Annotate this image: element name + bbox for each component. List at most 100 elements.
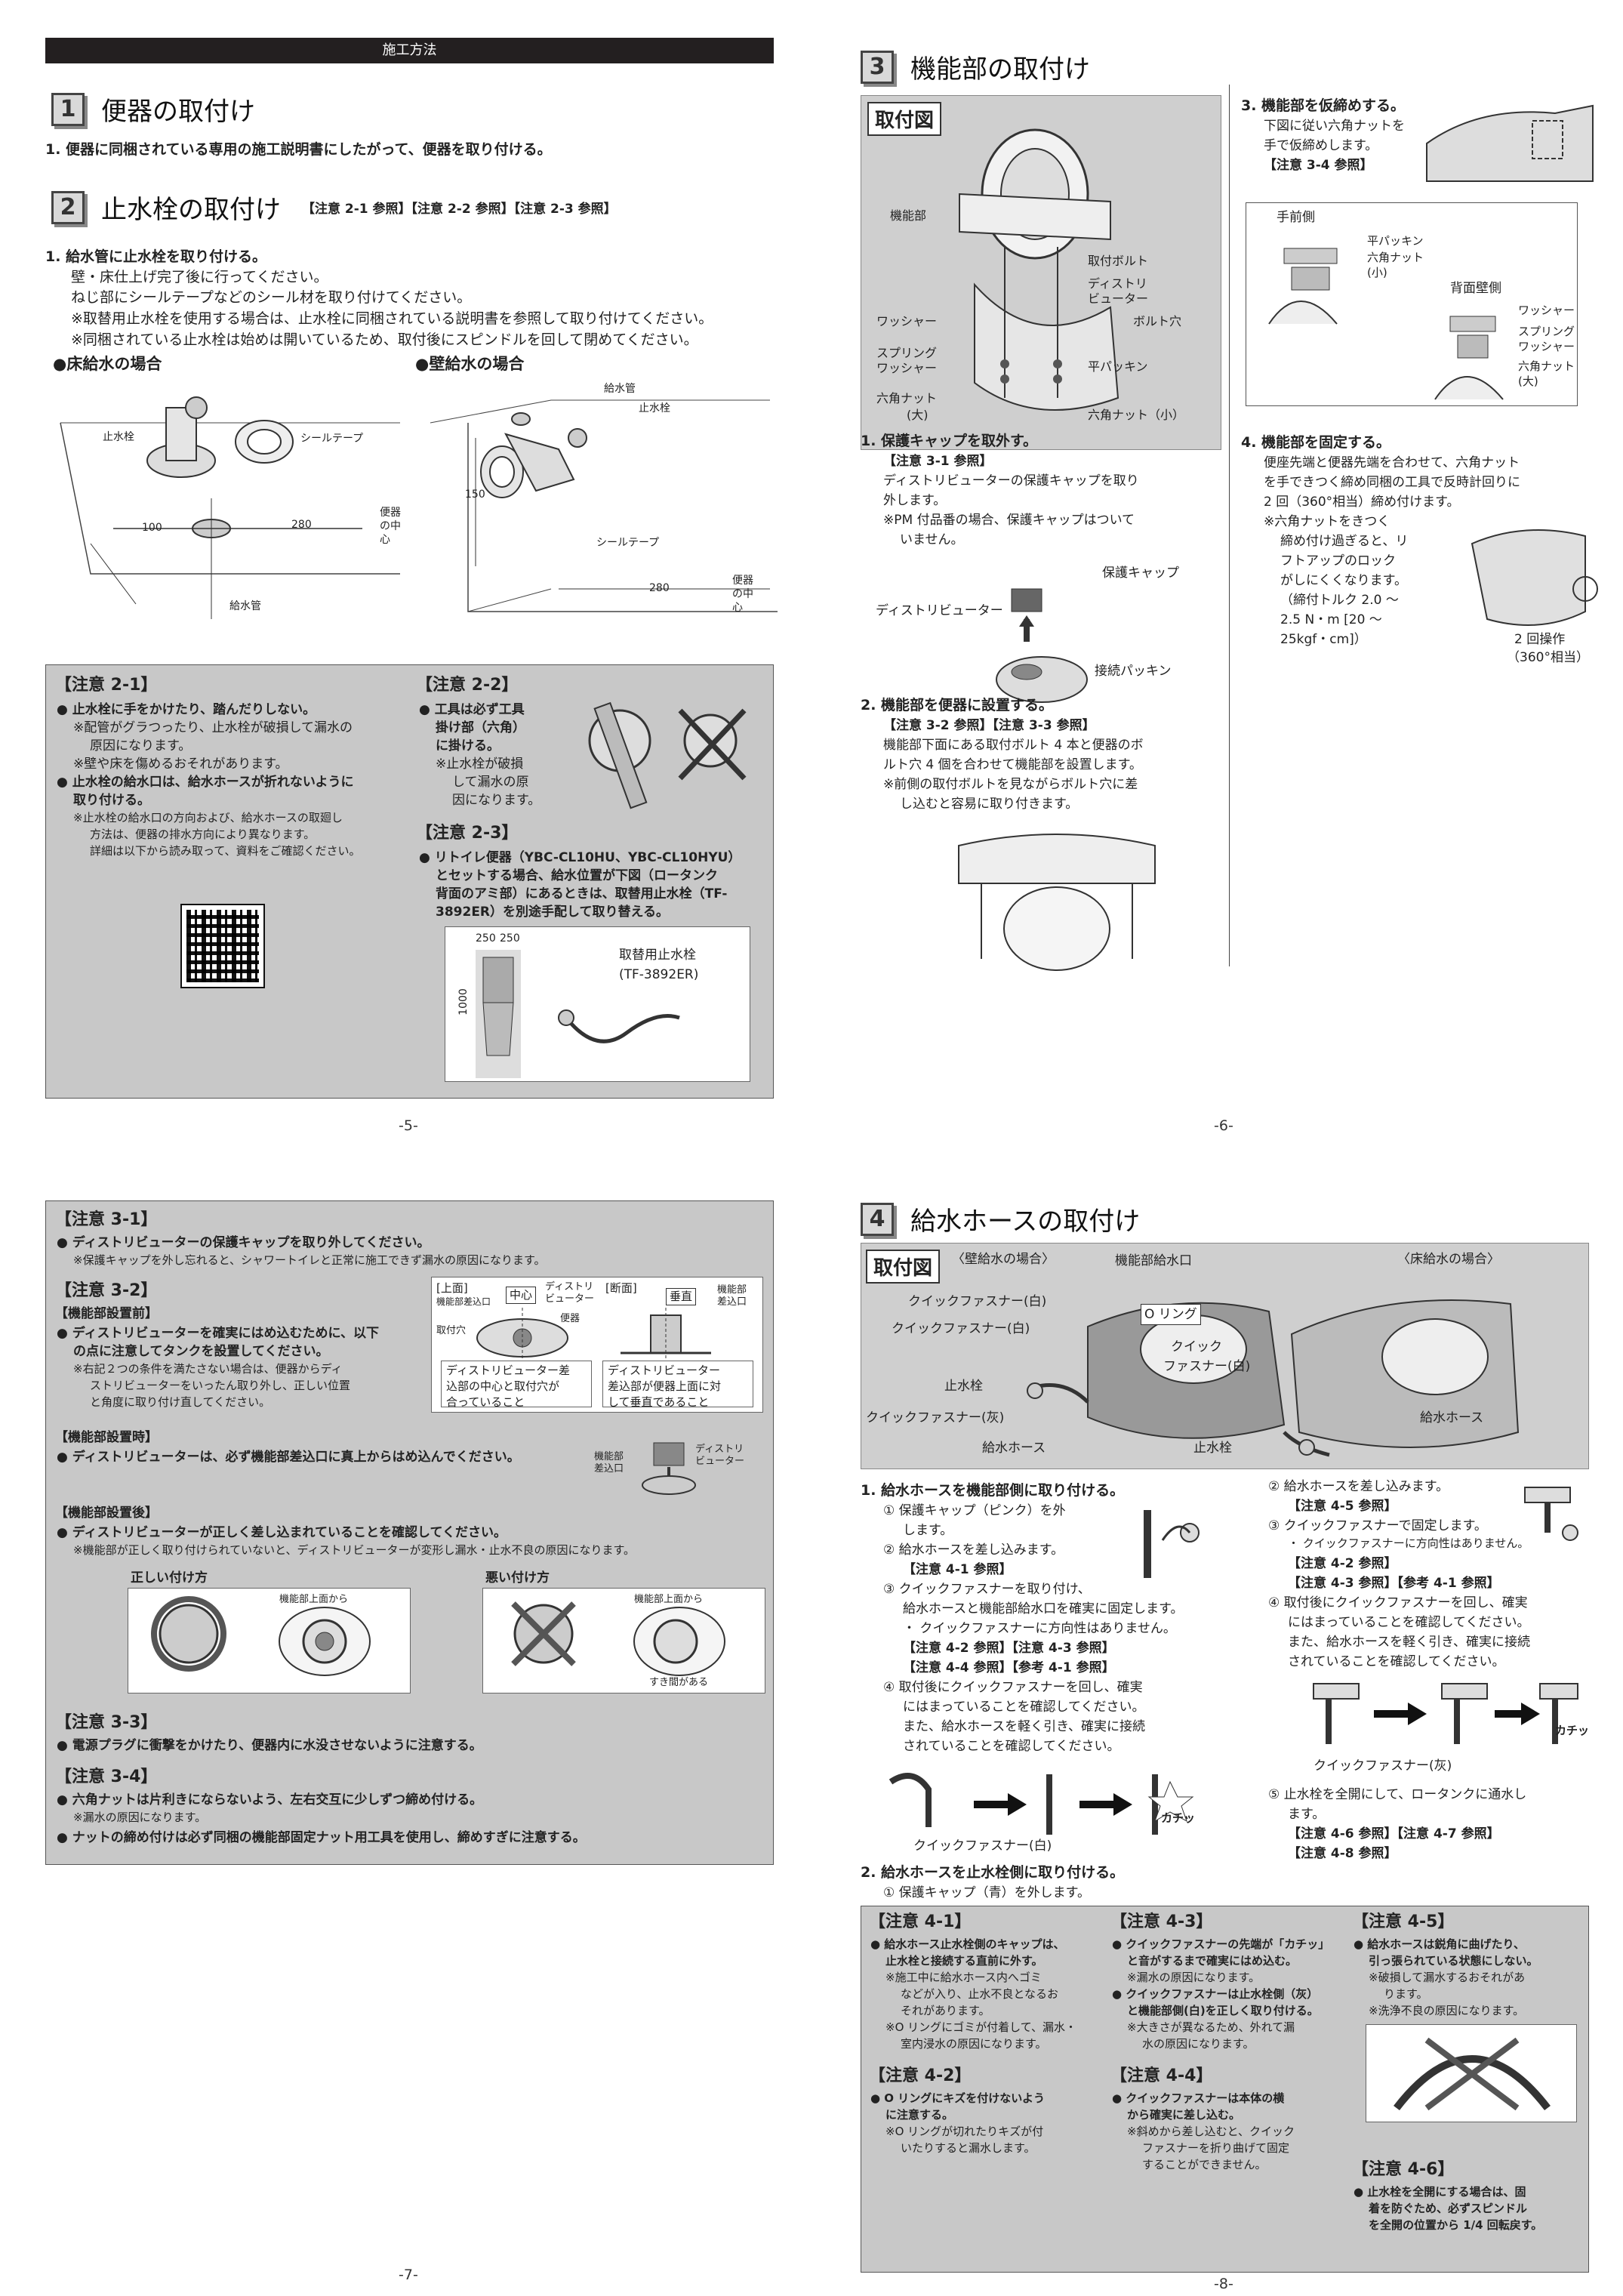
step-text: ⑤ 止水栓を全開にして、ロータンクに通水し [1268,1787,1527,1802]
label: 給水管 [604,383,636,395]
qr-code[interactable] [180,904,265,988]
step-ref: 【注意 4-2 参照】【注意 4-3 参照】 [903,1641,1115,1656]
label: 差込口 [594,1463,624,1475]
label: ディストリ [545,1281,594,1293]
label: 機能部 [890,208,927,223]
note-text: ● ディストリビューターは、必ず機能部差込口に真上からはめ込んでください。 [57,1450,520,1465]
step-text: ④ 取付後にクイックファスナーを回し、確実 [1268,1595,1528,1610]
hose-install-figure: 取付図 〈壁給水の場合〉 〈床給水の場合〉 機能部給水口 クイックファスナー(白… [861,1243,1589,1469]
label: 取付ボルト [1088,254,1149,268]
label: 機能部上面から [634,1594,704,1605]
figure-tag: 取付図 [866,1250,941,1284]
dimension-label: 250 [476,932,496,945]
step-text: ② 給水ホースを差し込みます。 [1268,1479,1449,1494]
step-text: を手できつく締め同梱の工具で反時計回りに [1264,475,1520,490]
label: 保護キャップ [1102,566,1179,581]
step-heading: 2. 機能部を便器に設置する。 [861,697,1054,713]
label: クイックファスナー(白) [913,1838,1052,1854]
note-text: ※止水栓の給水口の方向および、給水ホースの取廻し [73,811,343,824]
instruction-note: ※取替用止水栓を使用する場合は、止水栓に同梱されている説明書を参照して取り付けて… [71,310,713,327]
label: 垂直 [666,1288,697,1305]
step-heading: 1. 保護キャップを取外す。 [861,433,1038,449]
note-text: 3892ER）を別途手配して取り替える。 [436,905,669,920]
step-number: 1 [51,92,85,126]
label: ワッシャー [876,361,938,375]
step-text: 給水ホースと機能部給水口を確実に固定します。 [903,1601,1184,1616]
note-text: 因になります。 [452,793,541,808]
nut-position-illustration [1426,104,1594,182]
step-ref: 【注意 4-5 参照】 [1288,1499,1397,1514]
section-4-heading: 4 給水ホースの取付け [861,1200,1140,1237]
incorrect-fitting-illustration: 機能部上面から すき間がある [482,1588,765,1693]
note-text: ● クイックファスナーは本体の横 [1112,2091,1285,2105]
note-text: ※破損して漏水するおそれがあ [1369,1971,1526,1984]
label: ビューター [1088,291,1149,306]
note-text: ● ディストリビューターが正しく差し込まれていることを確認してください。 [57,1525,507,1540]
dimension-label: 150 [465,488,485,501]
step-text: されていることを確認してください。 [903,1739,1120,1754]
cap-removal-illustration [996,588,1088,703]
page-7: 【注意 3-1】 ● ディストリビューターの保護キャップを取り外してください。 … [45,1200,800,2283]
note-text: とセットする場合、給水位置が下図（ロータンク [436,868,718,883]
label: 機能部 [717,1284,747,1296]
nut-detail-box: 手前側 平パッキン 六角ナット (小) 背面壁側 ワッシャー スプリング ワッシ… [1246,202,1578,406]
note-heading: 【注意 4-4】 [1110,2066,1213,2085]
note-text: と音がするまで確実にはめ込む。 [1127,1954,1298,1968]
step-text: にはまっていることを確認してください。 [903,1700,1145,1715]
label: ディストリビューター差 [446,1364,570,1377]
note-text: 原因になります。 [90,738,192,754]
step-ref: 【注意 3-2 参照】【注意 3-3 参照】 [883,718,1095,733]
label: スプリング [1518,325,1575,338]
step-text: いません。 [900,532,964,547]
step-text: また、給水ホースを軽く引き、確実に接続 [903,1719,1145,1734]
label: 機能部上面から [279,1594,349,1605]
label: 止水栓 [103,431,134,443]
label: ディストリ [1088,276,1147,291]
label: シールテープ [300,433,364,445]
part-name: 取替用止水栓 [619,948,696,963]
note-text: に注意する。 [885,2108,954,2122]
label: ディストリビューター [876,603,1003,618]
label: 給水管 [229,600,261,612]
section-title: 便器の取付け [101,97,255,127]
step-text: し込むと容易に取り付きます。 [900,797,1079,812]
instruction-note: ※同梱されている止水栓は始めは開いているため、取付後にスピンドルを回して閉めてく… [71,331,698,348]
note-text: の点に注意してタンクを設置してください。 [73,1344,329,1359]
note-text: ※O リングにゴミが付着して、漏水・ [885,2020,1076,2034]
note-text: 方法は、便器の排水方向により異なります。 [90,827,316,841]
step-ref: 【注意 4-4 参照】【参考 4-1 参照】 [903,1660,1115,1675]
note-text: ※機能部が正しく取り付けられていないと、ディストリビューターが変形し漏水・止水不… [73,1543,635,1557]
page-6: 3 機能部の取付け 取付図 機能部 取付ボルト ディストリ ビューター ワッシャ… [861,38,1615,1134]
column-divider [1229,85,1230,966]
note-text: に掛ける。 [436,738,500,754]
step-text: がしにくくなります。 [1280,573,1407,588]
label: ディストリビューター [608,1364,720,1377]
note-subheading: 【機能部設置後】 [55,1505,158,1521]
page-number: -7- [399,2267,418,2283]
section-3-heading: 3 機能部の取付け [861,48,1090,85]
dimension-label: 280 [649,582,670,594]
floor-supply-diagram [60,396,400,619]
note-text: ※漏水の原因になります。 [1127,1971,1261,1984]
note-text: ※施工中に給水ホース内へゴミ [885,1971,1042,1984]
note-text: ● O リングにキズを付けないよう [870,2091,1045,2105]
label: 接続パッキン [1095,664,1172,679]
step-ref: 【注意 3-1 参照】 [883,454,993,469]
note-text: ● 工具は必ず工具 [419,702,525,717]
step-text: ※PM 付品番の場合、保護キャップはついて [883,513,1135,528]
step-text: ① 保護キャップ（ピンク）を外 [883,1503,1066,1518]
note-text: 着を防ぐため、必ずスピンドル [1369,2202,1528,2215]
label: 給水ホース [1420,1410,1484,1425]
step-text: ② 給水ホースを差し込みます。 [883,1542,1064,1558]
step-text: ① 保護キャップ（青）を外します。 [883,1885,1090,1900]
note-text: ● 給水ホース止水栓側のキャップは、 [870,1937,1065,1951]
label: （360°相当） [1507,650,1589,665]
bend-warning-illustration [1366,2024,1577,2122]
note-text: ります。 [1384,1987,1428,2001]
step-text: ③ クイックファスナーを取り付け、 [883,1582,1091,1597]
step-text: （締付トルク 2.0 〜 [1280,593,1399,608]
note-text: と角度に取り付け直してください。 [90,1395,271,1409]
wall-case-title: ●壁給水の場合 [415,355,525,373]
label: 取付穴 [436,1325,467,1336]
notes-box: 【注意 4-1】 ● 給水ホース止水栓側のキャップは、 止水栓と接続する直前に外… [861,1906,1589,2273]
